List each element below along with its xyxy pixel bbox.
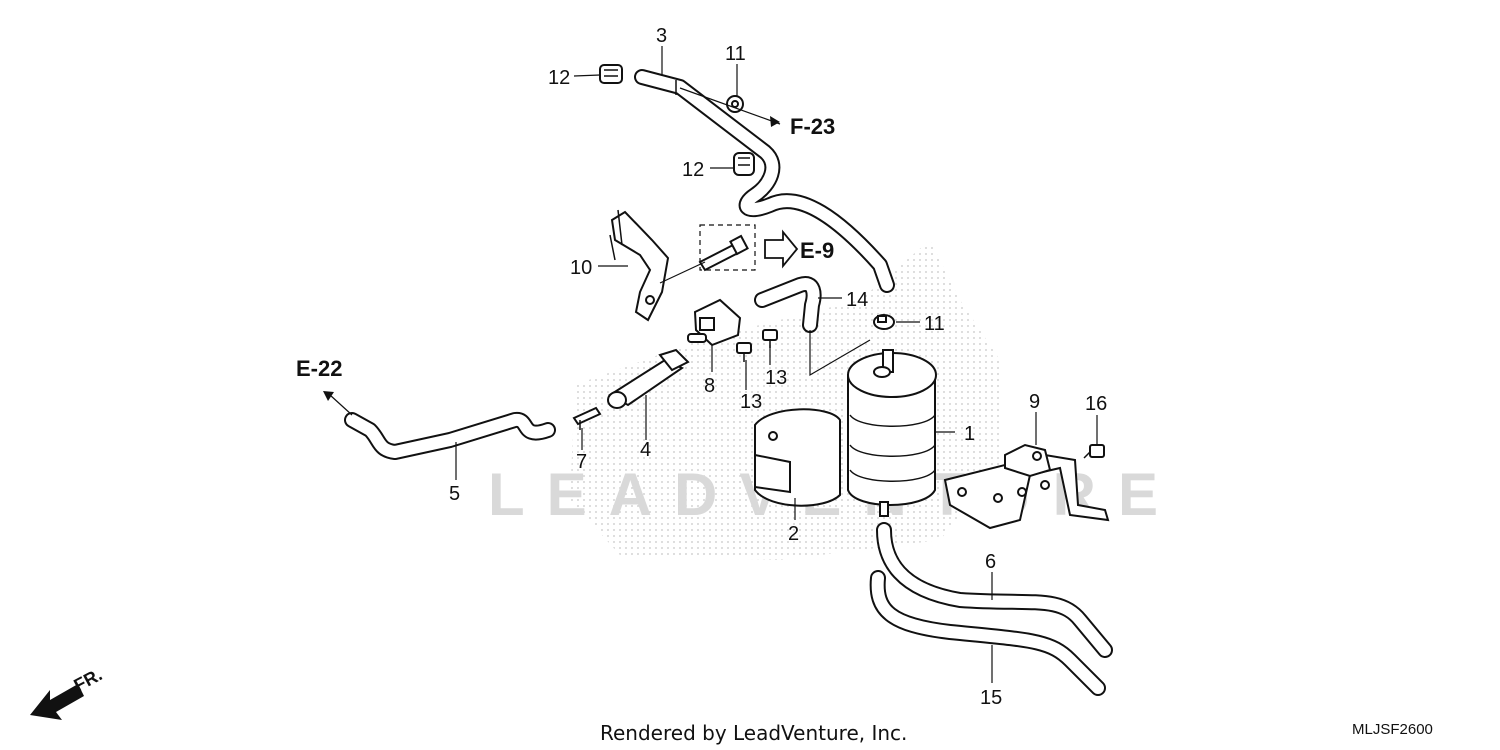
arrow-e22 xyxy=(323,391,334,401)
callout-15: 15 xyxy=(980,687,1002,709)
vent-hose-14[interactable] xyxy=(754,276,822,333)
callout-12a: 12 xyxy=(548,67,570,89)
bolt-13a[interactable] xyxy=(736,342,752,362)
callout-3: 3 xyxy=(656,25,667,47)
callout-14: 14 xyxy=(846,289,868,311)
callout-11b: 11 xyxy=(924,313,945,335)
purge-control-valve-8[interactable] xyxy=(687,298,742,347)
front-arrow-icon xyxy=(30,684,84,720)
render-credit: Rendered by LeadVenture, Inc. xyxy=(600,721,907,745)
callout-4: 4 xyxy=(640,439,651,461)
callout-12b: 12 xyxy=(682,159,704,181)
ref-label-e22[interactable]: E-22 xyxy=(296,356,342,381)
hose-joint-4[interactable] xyxy=(607,348,690,409)
bolt-e9-reference[interactable] xyxy=(698,224,756,272)
vent-hose-upper[interactable] xyxy=(634,69,895,293)
fitting-7[interactable] xyxy=(572,406,602,430)
callout-13b: 13 xyxy=(740,391,762,413)
arrow-e9 xyxy=(764,229,799,269)
hose-5[interactable] xyxy=(344,411,556,460)
arrow-f23 xyxy=(770,116,780,127)
callout-6: 6 xyxy=(985,551,996,573)
callout-10: 10 xyxy=(570,257,592,279)
hose-clamp-11a[interactable] xyxy=(726,95,744,113)
hose-clamp-11b[interactable] xyxy=(873,314,895,330)
diagram-code: MLJSF2600 xyxy=(1352,721,1433,738)
drain-hose-6[interactable] xyxy=(876,522,1113,658)
callout-5: 5 xyxy=(449,483,460,505)
callout-9: 9 xyxy=(1029,391,1040,413)
callout-8: 8 xyxy=(704,375,715,397)
hose-clip-12a[interactable] xyxy=(599,64,623,84)
ref-label-e9[interactable]: E-9 xyxy=(800,238,834,263)
bolt-16[interactable] xyxy=(1083,444,1105,459)
callout-13a: 13 xyxy=(765,367,787,389)
front-direction-indicator: FR. xyxy=(30,664,105,720)
callout-7: 7 xyxy=(576,451,587,473)
drain-hose-15[interactable] xyxy=(869,570,1106,696)
bolt-13b[interactable] xyxy=(762,329,778,348)
hose-clip-12b[interactable] xyxy=(733,152,755,176)
canister-band-2[interactable] xyxy=(754,408,841,507)
callout-2: 2 xyxy=(788,523,799,545)
mounting-bracket-9[interactable] xyxy=(943,443,1110,530)
leader-lines xyxy=(329,46,1098,683)
callout-11a: 11 xyxy=(725,43,746,65)
ref-label-f23[interactable]: F-23 xyxy=(790,114,835,139)
callout-16: 16 xyxy=(1085,393,1107,415)
evap-canister-1[interactable] xyxy=(847,349,937,517)
callout-1: 1 xyxy=(964,423,975,445)
bracket-10[interactable] xyxy=(609,209,670,322)
